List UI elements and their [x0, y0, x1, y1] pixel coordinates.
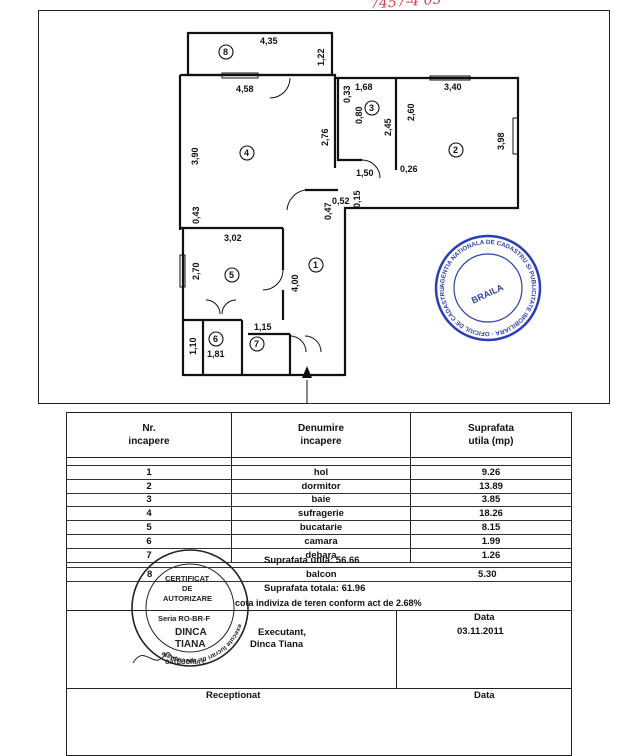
- room-label: 4: [244, 148, 249, 158]
- authorization-stamp: execute lucrari de specialitate CERTIFIC…: [131, 549, 249, 667]
- dimension: 0,52: [332, 196, 350, 206]
- floor-plan-frame: [38, 10, 610, 404]
- dimension: 4,58: [236, 84, 254, 94]
- room-label: 1: [313, 260, 318, 270]
- balcony-name: balcon: [306, 569, 337, 580]
- bottom-date-label: Data: [474, 690, 495, 701]
- header-name: Denumire incapere: [232, 413, 411, 457]
- svg-text:CERTIFICAT: CERTIFICAT: [165, 574, 209, 583]
- balcony-area: 5.30: [478, 569, 497, 580]
- dimension: 0,15: [352, 190, 362, 208]
- room-label: 2: [453, 145, 458, 155]
- dimension: 3,40: [444, 82, 462, 92]
- dimension: 1,15: [254, 322, 272, 332]
- header-area: Suprafata utila (mp): [467, 423, 515, 447]
- svg-text:DE: DE: [182, 584, 192, 593]
- dimension: 2,70: [191, 262, 201, 280]
- dimension: 0,43: [191, 206, 201, 224]
- executant-name: Dinca Tiana: [250, 639, 304, 650]
- date-value: 03.11.2011: [457, 626, 504, 637]
- svg-text:CATEGORIA C: CATEGORIA C: [165, 660, 207, 666]
- total-area: Suprafata totala: 61.96: [264, 583, 366, 594]
- dimension: 3,98: [496, 132, 506, 150]
- land-quota: cota indiviza de teren conform act de 2.…: [235, 598, 422, 608]
- dimension: 1,68: [355, 82, 373, 92]
- header-nr: Nr. incapere: [67, 413, 232, 457]
- dimension: 3,02: [224, 233, 242, 243]
- svg-text:AUTORIZARE: AUTORIZARE: [163, 594, 212, 603]
- floor-plan: 8 4 3 2 1 5 6 7 4,35 1,22 4,58 1,68 3,40…: [178, 31, 520, 404]
- dimension: 1,50: [356, 168, 374, 178]
- dimension: 0,47: [323, 202, 333, 220]
- dimension: 1,10: [188, 337, 198, 355]
- dimension: 3,90: [190, 147, 200, 165]
- dimension: 1,22: [316, 48, 326, 66]
- dimension: 1,81: [207, 349, 225, 359]
- dimension: 4,00: [290, 274, 300, 292]
- table-row: [67, 458, 571, 466]
- dimension: 4,35: [260, 36, 278, 46]
- dimension: 2,60: [406, 103, 416, 121]
- room-label: 6: [213, 334, 218, 344]
- room-label: 8: [223, 47, 228, 57]
- dimension: 0,80: [354, 106, 364, 124]
- svg-text:Seria RO-BR-F: Seria RO-BR-F: [158, 614, 211, 623]
- date-label: Data: [474, 612, 495, 623]
- signature: [132, 652, 178, 664]
- executant-label: Executant,: [258, 627, 307, 638]
- dimension: 0,33: [342, 85, 352, 103]
- dimension: 2,76: [320, 128, 330, 146]
- rooms-table: Nr. incapere Denumire incapere Suprafata…: [66, 412, 572, 756]
- balcony-nr: 8: [147, 569, 153, 580]
- cadastre-stamp: AGENTIA NATIONALA DE CADASTRU SI PUBLICI…: [432, 232, 542, 342]
- receptionat-label: Receptionat: [206, 690, 261, 701]
- useful-area-total: Suprafata utila: 56.66: [264, 555, 360, 566]
- dimension: 0,26: [400, 164, 418, 174]
- dimension: 2,45: [383, 118, 393, 136]
- room-label: 7: [254, 339, 259, 349]
- svg-text:DINCA: DINCA: [175, 627, 207, 638]
- stamp-city: BRAILA: [470, 282, 505, 306]
- room-label: 5: [229, 270, 234, 280]
- room-label: 3: [369, 103, 374, 113]
- svg-text:TIANA: TIANA: [175, 639, 206, 650]
